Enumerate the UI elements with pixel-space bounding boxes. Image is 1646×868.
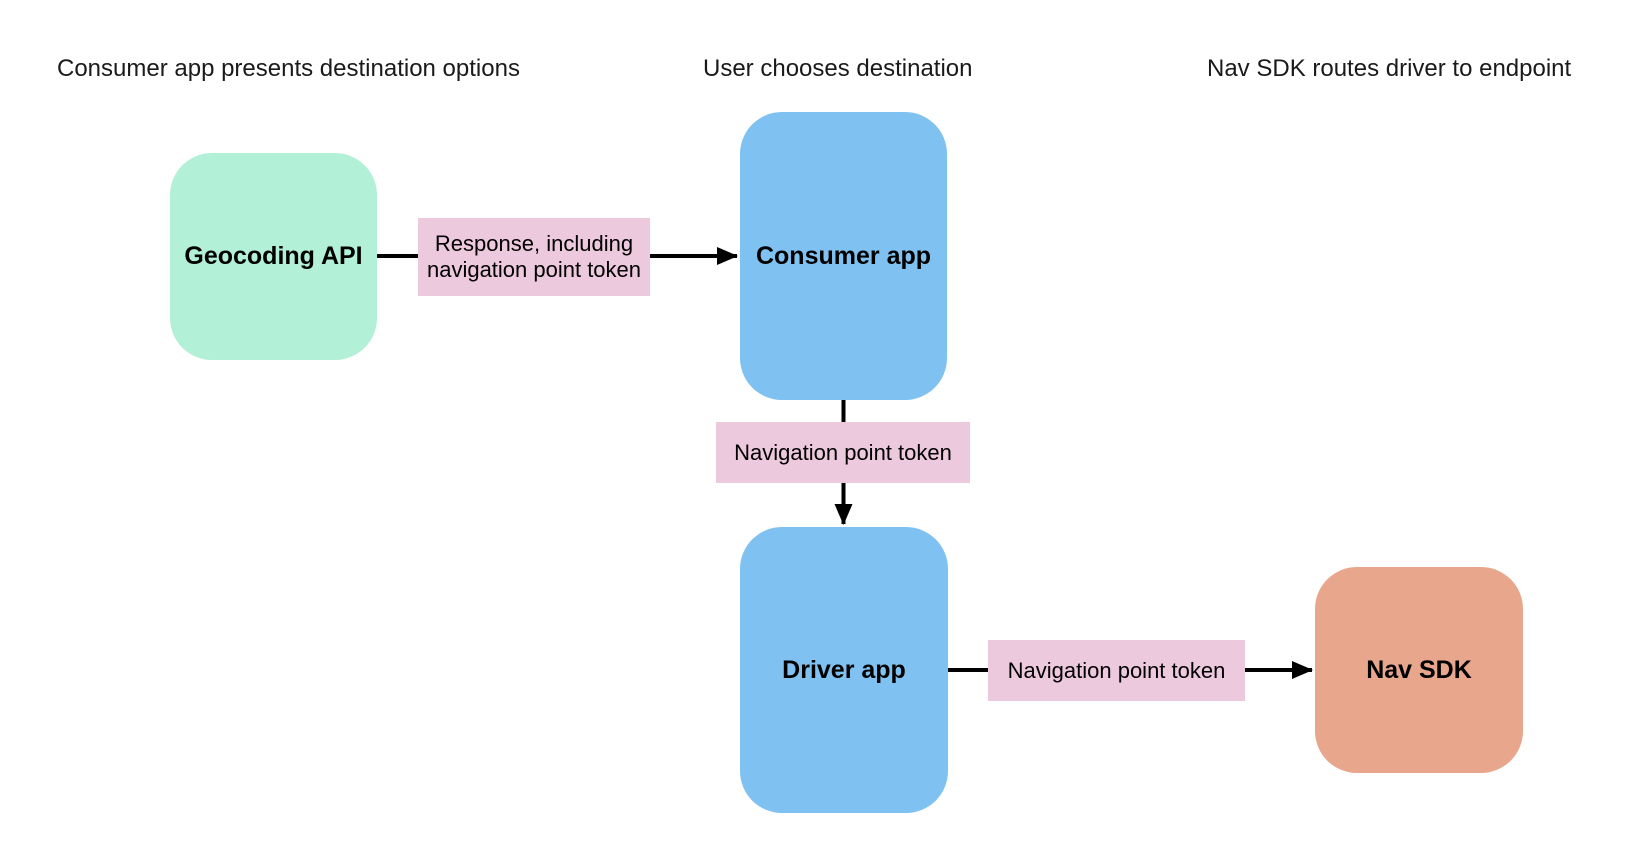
node-consumer-app-label: Consumer app <box>755 241 932 270</box>
edge-label-navigation-point-token-2: Navigation point token <box>988 640 1245 701</box>
node-consumer-app: Consumer app <box>740 112 947 400</box>
lane-header-user-chooses: User chooses destination <box>703 55 973 82</box>
node-geocoding-api-label: Geocoding API <box>184 242 363 270</box>
node-nav-sdk: Nav SDK <box>1315 567 1523 773</box>
node-geocoding-api: Geocoding API <box>170 153 377 360</box>
edge-label-navigation-point-token-1: Navigation point token <box>716 422 970 483</box>
node-nav-sdk-label: Nav SDK <box>1366 655 1472 684</box>
edge-label-response-including-token: Response, including navigation point tok… <box>418 218 650 296</box>
node-driver-app-label: Driver app <box>782 655 906 684</box>
lane-header-consumer-presents: Consumer app presents destination option… <box>57 55 520 82</box>
node-driver-app: Driver app <box>740 527 948 813</box>
lane-header-navsdk-routes: Nav SDK routes driver to endpoint <box>1207 55 1572 82</box>
